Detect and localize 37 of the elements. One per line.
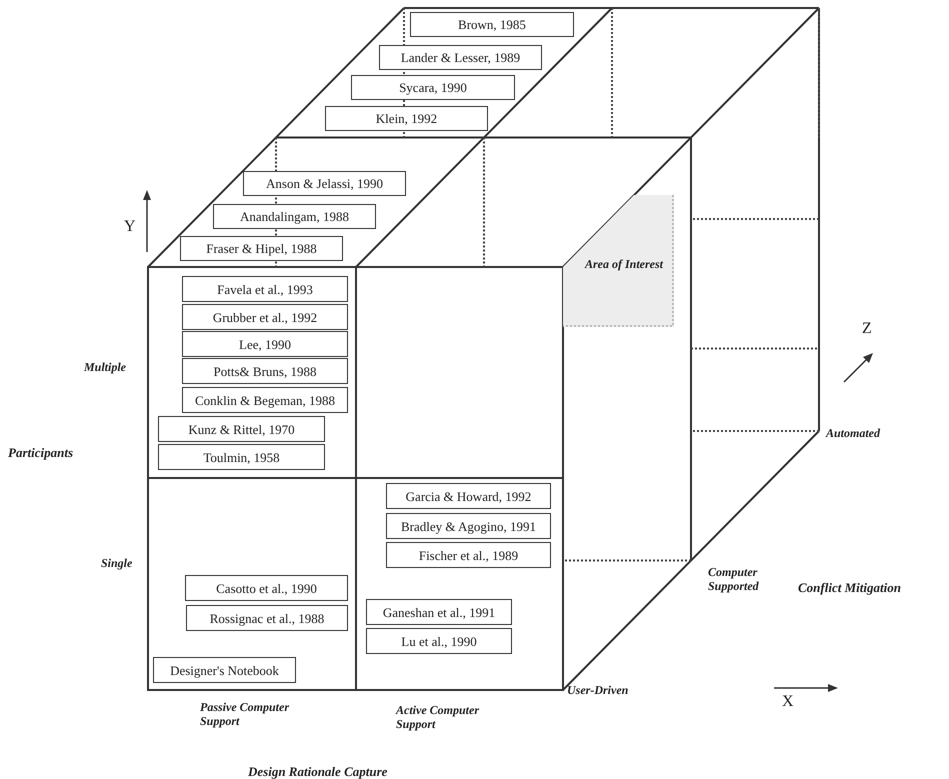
reference-box: Anandalingam, 1988 — [213, 204, 376, 229]
category-label: Active Computer Support — [396, 703, 480, 731]
reference-box: Fraser & Hipel, 1988 — [180, 236, 343, 261]
category-label: User-Driven — [567, 683, 630, 697]
axis-label: Y — [124, 218, 137, 236]
reference-box: Potts& Bruns, 1988 — [182, 358, 348, 384]
reference-box: Klein, 1992 — [325, 106, 488, 131]
reference-box: Garcia & Howard, 1992 — [386, 483, 551, 509]
reference-box: Lander & Lesser, 1989 — [379, 45, 542, 70]
reference-box: Lee, 1990 — [182, 331, 348, 357]
reference-box: Grubber et al., 1992 — [182, 304, 348, 330]
category-label: Automated — [826, 426, 882, 440]
reference-box: Bradley & Agogino, 1991 — [386, 513, 551, 539]
reference-box: Anson & Jelassi, 1990 — [243, 171, 406, 196]
reference-box: Designer's Notebook — [153, 657, 296, 683]
shaded-area — [563, 195, 674, 327]
reference-box: Brown, 1985 — [410, 12, 574, 37]
area-label: Area of Interest — [585, 257, 664, 271]
category-label: Conflict Mitigation — [798, 580, 902, 595]
reference-box: Fischer et al., 1989 — [386, 542, 551, 568]
reference-box: Toulmin, 1958 — [158, 444, 325, 470]
reference-box: Favela et al., 1993 — [182, 276, 348, 302]
reference-box: Ganeshan et al., 1991 — [366, 599, 512, 625]
reference-box: Kunz & Rittel, 1970 — [158, 416, 325, 442]
reference-box: Rossignac et al., 1988 — [186, 605, 348, 631]
axis-label: Z — [862, 320, 873, 338]
reference-box: Sycara, 1990 — [351, 75, 515, 100]
category-label: Design Rationale Capture — [248, 764, 388, 779]
reference-box: Lu et al., 1990 — [366, 628, 512, 654]
reference-box: Conklin & Begeman, 1988 — [182, 387, 348, 413]
category-label: Multiple — [84, 360, 128, 374]
reference-box: Casotto et al., 1990 — [185, 575, 348, 601]
category-label: Participants — [8, 445, 74, 460]
category-label: Passive Computer Support — [200, 700, 290, 728]
category-label: Computer Supported — [708, 565, 760, 593]
category-label: Single — [101, 556, 134, 570]
axis-label: X — [782, 693, 795, 711]
